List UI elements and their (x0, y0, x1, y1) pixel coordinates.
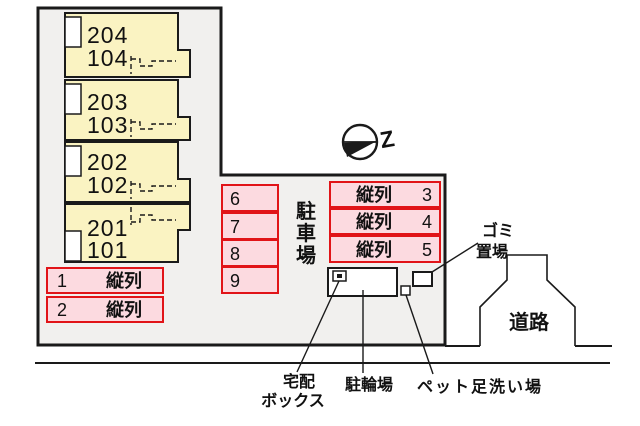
delivery-box-label-line2: ボックス (261, 392, 325, 410)
parking-space-type: 縦列 (356, 211, 392, 232)
delivery-box-marker (332, 270, 347, 282)
bicycle-parking-label: 駐輪場 (345, 375, 393, 394)
road-label: 道路 (509, 310, 550, 334)
room-number-lower: 102 (87, 172, 128, 198)
leader-line-garbage (431, 242, 479, 273)
compass-icon: Z (341, 123, 396, 161)
parking-space-2: 2 縦列 (46, 296, 164, 323)
parking-space-number: 1 (57, 271, 67, 291)
room-number-upper: 201 (87, 215, 128, 241)
parking-lot-label-char: 駐 (296, 199, 316, 223)
room-number-upper: 204 (87, 22, 128, 48)
garbage-label-line2: 置場 (476, 243, 508, 261)
parking-space-1: 1 縦列 (46, 267, 164, 294)
stairs-icon (130, 119, 176, 137)
leader-line-delivery-box (296, 280, 340, 373)
parking-space-5: 縦列 5 (329, 235, 441, 263)
building-unit-201-101: 201 101 (64, 203, 191, 263)
parking-space-number: 8 (230, 244, 240, 264)
parking-space-number: 3 (422, 185, 432, 205)
building-unit-203-103: 203 103 (64, 79, 191, 141)
pet-wash-marker (400, 285, 411, 296)
leader-line-pet-wash (405, 294, 434, 375)
entrance-notch (64, 16, 82, 48)
stairs-icon (130, 56, 176, 74)
parking-space-7: 7 (221, 212, 279, 240)
room-number-lower: 104 (87, 45, 128, 71)
parking-space-number: 6 (230, 189, 240, 209)
delivery-box-label-line1: 宅配 (283, 372, 315, 391)
road-outline (479, 254, 576, 346)
parking-space-3: 縦列 3 (329, 181, 441, 208)
entrance-notch (64, 230, 82, 262)
room-number-upper: 202 (87, 149, 128, 175)
parking-space-number: 5 (422, 240, 432, 260)
parking-space-type: 縦列 (356, 184, 392, 205)
parking-space-number: 7 (230, 217, 240, 237)
parking-space-number: 2 (57, 300, 67, 320)
parking-space-6: 6 (221, 184, 279, 212)
building-unit-204-104: 204 104 (64, 12, 191, 78)
room-number-upper: 203 (87, 89, 128, 115)
parking-space-4: 縦列 4 (329, 208, 441, 235)
parking-space-type: 縦列 (106, 299, 142, 320)
garbage-label-line1: ゴミ (482, 221, 514, 240)
room-number-lower: 103 (87, 112, 128, 138)
entrance-notch (64, 83, 82, 115)
stairs-icon (130, 181, 176, 199)
parking-space-number: 9 (230, 271, 240, 291)
garbage-area-marker (412, 271, 433, 287)
parking-lot-label: 駐 車 場 (296, 199, 316, 267)
parking-space-8: 8 (221, 239, 279, 267)
parking-space-number: 4 (422, 212, 432, 232)
entrance-notch (64, 145, 82, 177)
parking-space-type: 縦列 (106, 270, 142, 291)
building-unit-202-102: 202 102 (64, 141, 191, 203)
parking-lot-label-char: 場 (296, 244, 316, 267)
compass-north-mark: Z (378, 125, 396, 153)
parking-lot-label-char: 車 (296, 221, 316, 245)
stairs-icon (130, 207, 176, 225)
room-number-lower: 101 (87, 237, 128, 263)
parking-space-9: 9 (221, 266, 279, 294)
pet-wash-label: ペット足洗い場 (417, 377, 543, 396)
parking-space-type: 縦列 (356, 239, 392, 260)
